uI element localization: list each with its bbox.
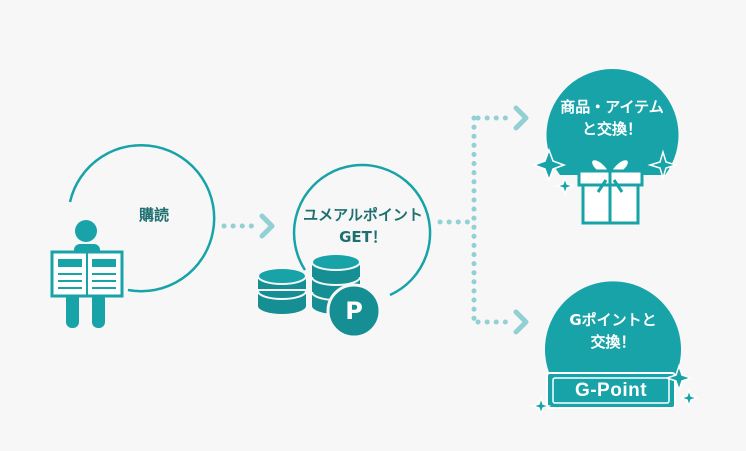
points-label-line1: ユメアルポイント <box>303 206 423 224</box>
coin-stack-icon <box>257 253 382 339</box>
gpoint-badge-inner <box>552 377 670 404</box>
sparkle-icon <box>554 175 576 197</box>
gpoint-badge-frame <box>546 372 676 409</box>
gpoint-badge-text: G-Point <box>574 380 648 401</box>
items-label-line2: と交換！ <box>581 120 642 138</box>
gift-box-icon <box>577 157 644 225</box>
gpoint-label-line1: Gポイントと <box>569 311 657 329</box>
points-circle <box>292 163 432 297</box>
gpoint-circle <box>545 281 681 375</box>
arrow-to-points <box>221 213 275 239</box>
subscribe-circle <box>68 143 216 293</box>
items-circle <box>546 69 679 175</box>
points-label-line2: GET！ <box>339 228 387 246</box>
branch-connector <box>437 105 529 335</box>
newspaper-reader-icon <box>50 220 124 328</box>
sparkle-icon <box>531 147 567 183</box>
items-label-line1: 商品・アイテム <box>560 98 664 116</box>
subscribe-label: 購読 <box>138 206 169 224</box>
sparkle-icon <box>647 149 679 181</box>
sparkle-icon <box>530 395 552 417</box>
gpoint-label-line2: 交換！ <box>590 333 636 351</box>
coin-letter: P <box>345 297 363 325</box>
sparkle-icon <box>678 387 700 409</box>
sparkle-icon <box>664 363 694 393</box>
